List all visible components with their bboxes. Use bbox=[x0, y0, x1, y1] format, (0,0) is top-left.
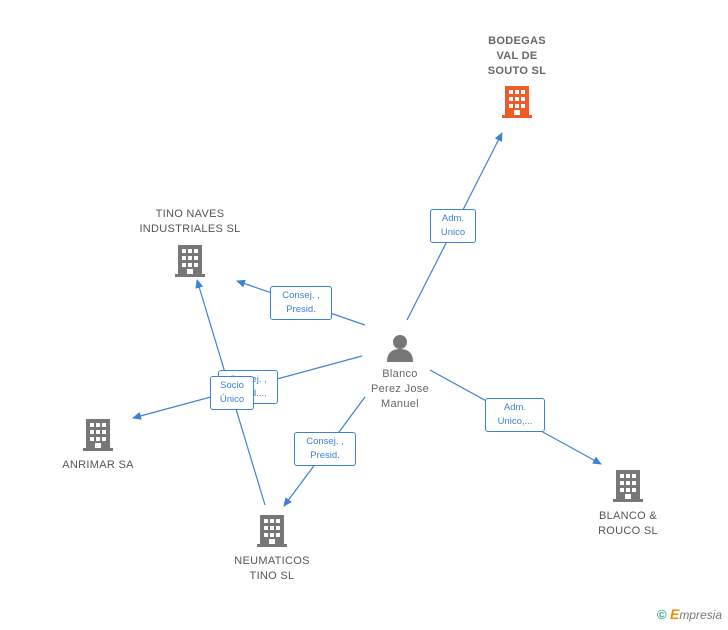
company-node-bodegas[interactable]: BODEGAS VAL DE SOUTO SL bbox=[462, 34, 572, 119]
company-node-tino-naves[interactable]: TINO NAVES INDUSTRIALES SL bbox=[125, 207, 255, 278]
copyright-symbol: © bbox=[657, 607, 667, 622]
relation-label-consej-presid: Consej. , Presid. bbox=[294, 432, 356, 466]
person-node[interactable]: Blanco Perez Jose Manuel bbox=[355, 333, 445, 412]
person-icon bbox=[387, 335, 413, 362]
company-node-anrimar[interactable]: ANRIMAR SA bbox=[48, 416, 148, 473]
company-label: BODEGAS VAL DE SOUTO SL bbox=[487, 35, 547, 77]
relation-label-consej-presid: Consej. , Presid. bbox=[270, 286, 332, 320]
company-node-neumaticos[interactable]: NEUMATICOS TINO SL bbox=[222, 512, 322, 584]
empresia-logo: © Empresia bbox=[657, 606, 722, 622]
person-label: Blanco Perez Jose Manuel bbox=[370, 368, 430, 410]
brand-name: mpresia bbox=[679, 608, 722, 622]
company-node-blanco-rouco[interactable]: BLANCO & ROUCO SL bbox=[578, 467, 678, 539]
relation-label-adm-unico-more: Adm. Unico,... bbox=[485, 398, 545, 432]
building-icon bbox=[613, 470, 643, 502]
building-icon bbox=[175, 245, 205, 277]
company-label: NEUMATICOS TINO SL bbox=[234, 555, 310, 582]
company-label: BLANCO & ROUCO SL bbox=[598, 510, 658, 537]
company-label: ANRIMAR SA bbox=[62, 459, 134, 471]
relation-label-socio-unico: Socio Único bbox=[210, 376, 254, 410]
building-icon bbox=[257, 515, 287, 547]
building-icon bbox=[83, 419, 113, 451]
relation-label-adm-unico: Adm. Unico bbox=[430, 209, 476, 243]
brand-initial: E bbox=[669, 606, 680, 622]
building-icon bbox=[502, 86, 532, 118]
company-label: TINO NAVES INDUSTRIALES SL bbox=[139, 208, 241, 235]
